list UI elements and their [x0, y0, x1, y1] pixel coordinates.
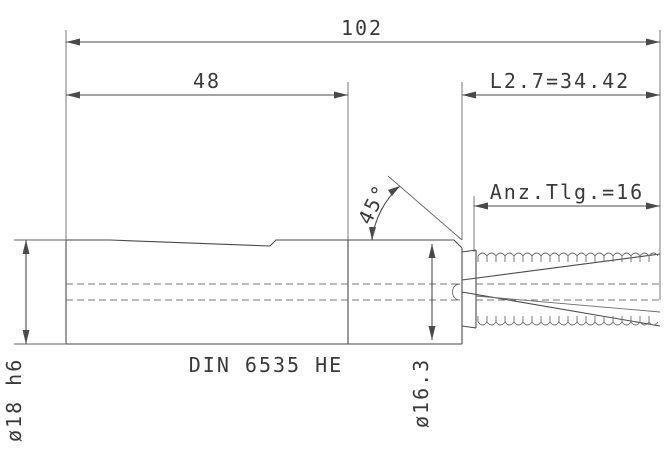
thread-crest: [504, 321, 515, 326]
thread-crest: [558, 321, 569, 326]
thread-crest: [594, 321, 605, 326]
arrow-right: [646, 202, 660, 210]
arrow-bottom: [369, 227, 376, 240]
tool-outline: [65, 239, 477, 345]
thread-crest: [648, 321, 659, 326]
thread-crest: [495, 321, 506, 326]
thread-transition-top: [461, 249, 477, 253]
thread-crest: [603, 252, 614, 257]
thread-section: [461, 250, 661, 328]
thread-crest: [594, 252, 605, 257]
angle-leg: [387, 175, 463, 241]
thread-crest: [639, 321, 650, 326]
dim-shank-diameter: ø18 h6: [2, 239, 66, 442]
dim-thread-length: L2.7=34.42: [461, 69, 660, 240]
arrow-right: [646, 91, 660, 99]
thread-crest: [504, 252, 515, 257]
dim-overall-length: 102: [65, 16, 661, 300]
thread-crest: [549, 321, 560, 326]
thread-crest: [522, 321, 533, 326]
thread-crest: [576, 252, 587, 257]
chamfer-edge: [453, 239, 463, 249]
thread-crest: [621, 252, 632, 257]
thread-crest: [486, 321, 497, 326]
arrow-bottom: [22, 330, 30, 344]
arrow-right: [646, 38, 660, 46]
thread-crest: [612, 252, 623, 257]
dim-tooth-count: Anz.Tlg.=16: [473, 180, 660, 252]
arrow-left: [66, 38, 80, 46]
arrow-left: [66, 91, 80, 99]
thread-crest: [630, 252, 641, 257]
arrow-top: [388, 186, 400, 196]
thread-crest: [558, 252, 569, 257]
thread-crest: [513, 321, 524, 326]
standard-label: DIN 6535 HE: [189, 353, 343, 377]
thread-crest: [639, 252, 650, 257]
thread-crest: [531, 321, 542, 326]
neck-diameter-value: ø16.3: [409, 358, 433, 428]
dim-shank-length: 48: [66, 69, 349, 240]
thread-crest: [477, 252, 488, 257]
thread-crest: [612, 321, 623, 326]
thread-transition-bottom: [461, 325, 477, 329]
shank-top-edge: [66, 239, 348, 247]
thread-crest: [603, 321, 614, 326]
thread-crest: [495, 252, 506, 257]
dim-neck-diameter: ø16.3: [409, 244, 436, 428]
arrow-bottom: [428, 326, 436, 340]
chamfer-angle-value: 45°: [353, 180, 393, 228]
arrow-top: [428, 244, 436, 258]
thread-crest: [549, 252, 560, 257]
tooth-count-value: Anz.Tlg.=16: [490, 180, 644, 204]
overall-length-value: 102: [341, 16, 383, 40]
thread-crest: [540, 321, 551, 326]
thread-crest: [477, 321, 488, 326]
arrow-right: [334, 91, 348, 99]
coolant-channel-end: [452, 283, 461, 301]
thread-crest: [621, 321, 632, 326]
thread-crest: [513, 252, 524, 257]
thread-crest: [576, 321, 587, 326]
arrow-top: [22, 240, 30, 254]
arrow-left: [462, 91, 476, 99]
thread-crest: [522, 252, 533, 257]
dim-chamfer-angle: 45°: [353, 175, 463, 241]
flute-line-inner: [475, 295, 661, 313]
thread-crest: [486, 252, 497, 257]
shank-length-value: 48: [193, 69, 221, 93]
flute-line-top: [461, 253, 661, 281]
thread-crest: [540, 252, 551, 257]
thread-crest: [630, 321, 641, 326]
thread-crest: [585, 321, 596, 326]
thread-crest: [531, 252, 542, 257]
thread-crest: [567, 321, 578, 326]
shank-diameter-value: ø18 h6: [2, 358, 26, 442]
thread-crest: [567, 252, 578, 257]
arrow-left: [474, 202, 488, 210]
thread-length-value: L2.7=34.42: [490, 69, 630, 93]
thread-crest: [585, 252, 596, 257]
thread-crest: [648, 252, 659, 257]
